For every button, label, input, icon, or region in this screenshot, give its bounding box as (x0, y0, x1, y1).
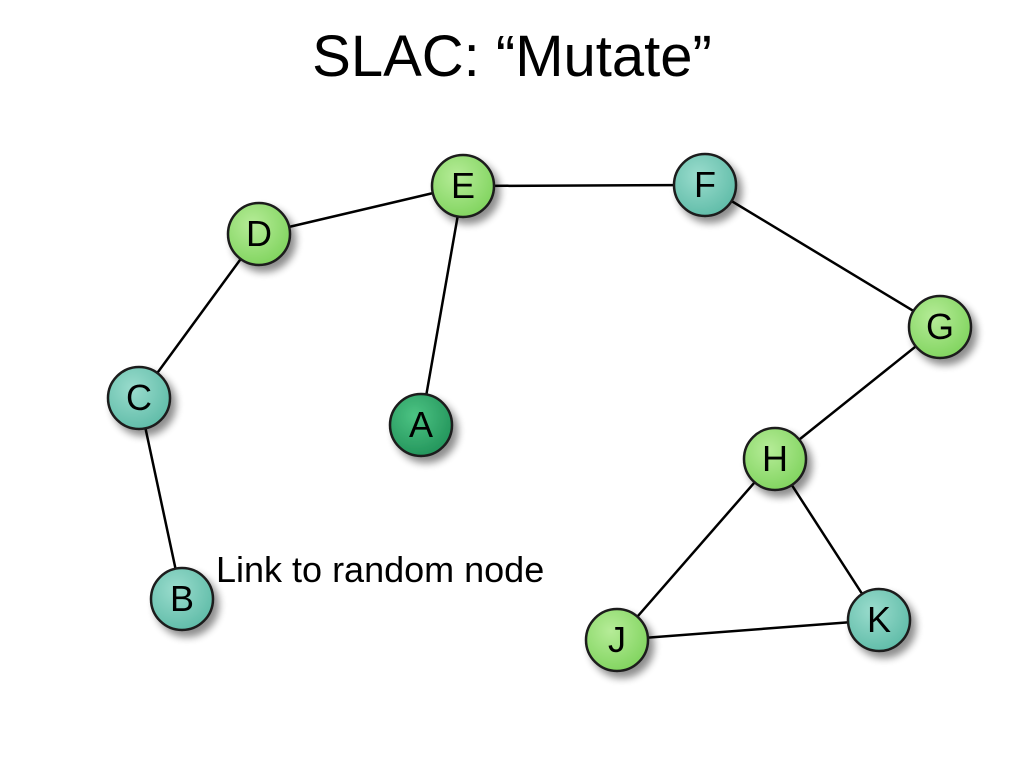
node-c: C (106, 365, 172, 431)
link-to-random-node-annotation: Link to random node (216, 549, 544, 590)
node-h: H (742, 426, 808, 492)
node-d: D (226, 201, 292, 267)
node-label: G (926, 306, 954, 347)
node-label: K (867, 599, 891, 640)
node-label: E (451, 165, 475, 206)
edge-h-j (616, 458, 776, 641)
node-b: B (149, 566, 215, 632)
edge-j-k (616, 618, 880, 642)
node-circle (907, 294, 973, 360)
edge-g-h (774, 326, 941, 460)
node-circle (106, 365, 172, 431)
node-k: K (846, 587, 912, 653)
node-circle (672, 152, 738, 218)
node-circle (742, 426, 808, 492)
edge-d-e (258, 184, 464, 236)
node-label: C (126, 377, 152, 418)
node-label: F (694, 164, 716, 205)
node-label: B (170, 578, 194, 619)
edge-e-a (419, 185, 465, 426)
slide-title: SLAC: “Mutate” (312, 24, 712, 89)
node-label: D (246, 213, 272, 254)
node-circle (226, 201, 292, 267)
edge-e-f (462, 183, 706, 188)
node-label: A (409, 404, 433, 445)
node-circle (430, 153, 496, 219)
edge-f-g (704, 183, 941, 329)
node-circle (584, 607, 650, 673)
edge-b-c (137, 397, 184, 600)
node-circle (149, 566, 215, 632)
node-f: F (672, 152, 738, 218)
edge-c-d (137, 233, 261, 399)
node-label: H (762, 438, 788, 479)
node-label: J (608, 619, 626, 660)
node-j: J (584, 607, 650, 673)
nodes-layer: A B C D E F G H J K (106, 152, 973, 673)
node-a: A (388, 392, 454, 458)
node-e: E (430, 153, 496, 219)
node-circle (846, 587, 912, 653)
node-circle (388, 392, 454, 458)
node-g: G (907, 294, 973, 360)
